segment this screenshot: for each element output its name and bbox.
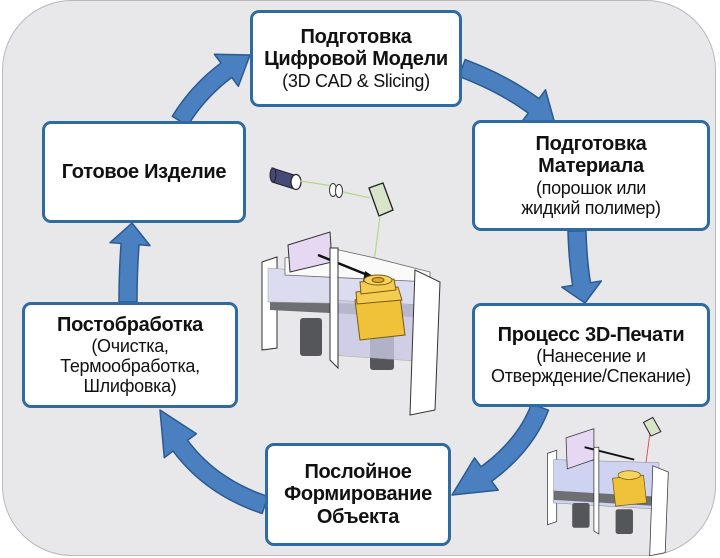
laser-beam (299, 180, 334, 187)
arrow-model-to-material (458, 58, 556, 125)
step-subtitle: (Очистка, (91, 335, 169, 356)
step-box-material-prep: Подготовка Материала (порошок или жидкий… (472, 120, 710, 231)
step-box-digital-model: Подготовка Цифровой Модели (3D CAD & Sli… (250, 10, 462, 107)
step-subtitle-line2: жидкий полимер) (521, 197, 661, 218)
step-title: Готовое Изделие (61, 160, 227, 183)
step-title-line2: Формирование (284, 483, 432, 506)
step-title: Подготовка (300, 26, 412, 49)
powder-bed-printer-illustration (261, 167, 441, 416)
step-box-finished-product: Готовое Изделие (42, 121, 246, 223)
step-title: Процесс 3D-Печати (497, 323, 685, 346)
step-title: Подготовка (535, 132, 647, 155)
step-box-printing-process: Процесс 3D-Печати (Нанесение и Отвержден… (472, 303, 710, 407)
step-title: Постобработка (57, 313, 203, 336)
arrow-post-to-finished (109, 222, 151, 303)
step-title-line3: Объекта (316, 505, 400, 528)
laser-source-icon (269, 167, 302, 191)
arrow-printing-to-layering (451, 403, 550, 496)
arrow-material-to-printing (561, 230, 603, 304)
lens-icon (329, 183, 343, 198)
step-subtitle-line2: Отверждение/Спекание) (491, 366, 691, 387)
step-box-layer-forming: Послойное Формирование Объекта (265, 443, 451, 546)
step-subtitle: (3D CAD & Slicing) (282, 70, 430, 91)
arrow-finished-to-model (171, 53, 251, 127)
step-subtitle-line2: Термообработка, (60, 356, 200, 377)
build-part-icon (354, 274, 406, 341)
step-subtitle: (Нанесение и (536, 346, 646, 367)
arrow-layering-to-post (159, 409, 269, 515)
step-title-line2: Цифровой Модели (264, 48, 448, 71)
resin-vat-printer-illustration (547, 416, 669, 557)
mirror-icon (368, 182, 394, 217)
step-box-post-processing: Постобработка (Очистка, Термообработка, … (22, 302, 238, 408)
step-title-line2: Материала (538, 155, 644, 178)
step-subtitle: (порошок или (535, 177, 647, 198)
step-subtitle-line3: Шлифовка) (83, 376, 177, 397)
step-title: Послойное (304, 460, 412, 483)
